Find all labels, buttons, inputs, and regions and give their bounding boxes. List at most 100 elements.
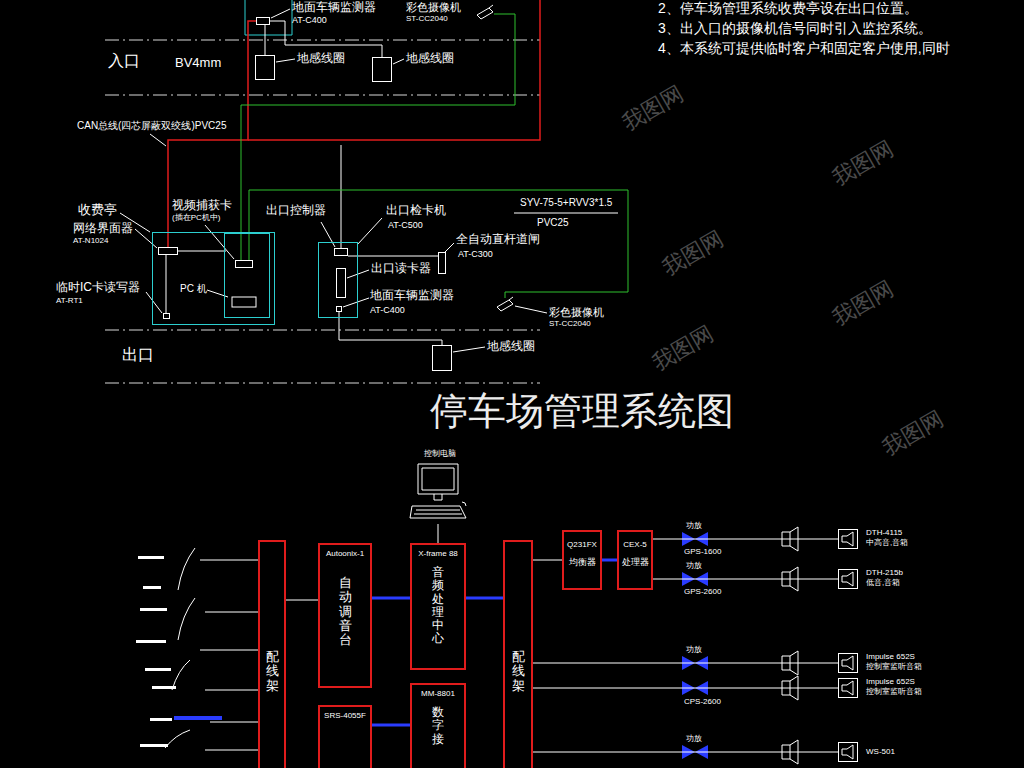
pc-box: PC 机视频捕获卡(插在PC机中): [224, 233, 270, 318]
camera-body: [497, 297, 513, 311]
device-box: MM-8801 数字接: [410, 683, 466, 768]
node-label: 临时IC卡读写器: [56, 281, 140, 295]
reader-box: 临时IC卡读写器AT-RT1: [163, 313, 170, 319]
interface-box: 网络界面器AT-N1024: [158, 247, 178, 255]
node-label: 地面车辆监测器: [370, 289, 454, 303]
computer-outline: [408, 462, 468, 524]
device-bar: [143, 586, 161, 589]
node-label: 出口检卡机: [386, 204, 446, 218]
node-label: 配线架: [266, 650, 279, 693]
node-label: AT-C300: [458, 249, 493, 259]
device-bar: [145, 668, 171, 671]
connector: [438, 524, 439, 543]
speaker-outline: [839, 679, 857, 697]
watermark: 我图网: [618, 80, 688, 135]
speaker-cone: [842, 532, 853, 546]
connector: [533, 752, 682, 753]
node-label: 收费亭: [78, 203, 117, 218]
node-label: DTH-215b: [866, 568, 903, 577]
amplifier-body: [682, 745, 708, 759]
node-label: 视频捕获卡: [172, 199, 232, 213]
watermark: 我图网: [828, 275, 898, 330]
node-label: Impulse 652S: [866, 652, 915, 661]
speaker: Impulse 652S控制室监听音箱: [838, 678, 858, 698]
cable-spec: PVC25: [537, 217, 569, 229]
signal-line: [682, 539, 708, 540]
connector: [602, 559, 617, 562]
amplifier-outline: [682, 656, 708, 670]
speaker: DTH-4115中高音,音箱: [838, 529, 858, 549]
area-label: 出口: [122, 346, 154, 364]
note-text: 4、本系统可提供临时客户和固定客户使用,同时: [658, 40, 950, 56]
speaker-outline: [839, 743, 857, 761]
node-label: ST-CC2040: [406, 14, 448, 23]
amplifier-outline: [682, 532, 708, 546]
amplifier-body: [682, 572, 708, 586]
speaker-cone: [842, 572, 853, 586]
detector-box: 地面车辆监测器AT-C400: [336, 306, 342, 312]
node-label: 彩色摄像机: [549, 306, 604, 319]
connector: [708, 539, 838, 540]
node-label: 功放: [686, 561, 702, 570]
amplifier: 功放: [682, 656, 708, 670]
connector: [653, 539, 682, 540]
wire: [341, 145, 342, 248]
node-label: 控制室监听音箱: [866, 687, 922, 696]
connector: [249, 190, 628, 298]
node-label: 功放: [686, 734, 702, 743]
speaker-outline: [839, 654, 857, 672]
connector: [533, 663, 682, 664]
amplifier: 功放: [682, 745, 708, 759]
amplifier-outline: [682, 681, 708, 695]
connector: [168, 21, 256, 247]
speaker-outline: [839, 530, 857, 548]
cable-spec: BV4mm: [175, 56, 221, 71]
card-slot: [232, 297, 256, 307]
lane-line: [105, 40, 540, 383]
connector: [533, 688, 682, 689]
processor-box: CEX-5 处理器: [617, 530, 653, 590]
device-bar: [140, 608, 167, 611]
node-label: Impulse 652S: [866, 677, 915, 686]
connector: [708, 752, 838, 753]
node-label: 处理器: [622, 557, 649, 567]
computer-body: [410, 464, 466, 518]
speaker-cone: [842, 681, 853, 695]
camera-outline: [476, 6, 494, 19]
watermark: 我图网: [648, 320, 718, 375]
device-box: SRS-4055F: [318, 705, 372, 768]
device-bar: [152, 686, 176, 689]
node-label: CEX-5: [623, 540, 647, 549]
loop-box: 地感线圈: [432, 345, 452, 371]
reader-box: 出口读卡器: [336, 268, 346, 298]
watermark: 我图网: [828, 135, 898, 190]
node-label: 控制室监听音箱: [866, 662, 922, 671]
connector: [241, 14, 515, 260]
connector: [372, 597, 410, 600]
amplifier: 功放GPS-1600: [682, 532, 708, 546]
node-label: AT-C500: [388, 220, 423, 230]
connector: [372, 724, 410, 727]
speaker: Impulse 652S控制室监听音箱: [838, 653, 858, 673]
node-label: 全自动直杆道闸: [456, 233, 540, 247]
cable-spec: SYV-75-5+RVV3*1.5: [520, 197, 612, 209]
node-label: Autoonix-1: [326, 549, 364, 558]
connector: [708, 688, 838, 689]
signal-line: [682, 688, 708, 689]
loop-box: 地感线圈: [372, 57, 392, 82]
camera-symbol: 彩色摄像机ST-CC2040: [476, 6, 494, 19]
speaker-outline: [839, 570, 857, 588]
signal-line: [682, 579, 708, 580]
node-label: 功放: [686, 645, 702, 654]
note-text: 3、出入口的摄像机信号同时引入监控系统。: [658, 20, 932, 36]
ticket-machine: 出口检卡机AT-C500出口控制器出口读卡器地面车辆监测器AT-C400: [318, 242, 358, 318]
node-label: 自动调音台: [339, 576, 352, 647]
node-label: CPS-2600: [684, 697, 721, 706]
node-label: 均衡器: [569, 557, 596, 567]
node-label: Q231FX: [567, 540, 597, 549]
node-label: 数字接: [432, 706, 444, 746]
note-text: 2、停车场管理系统收费亭设在出口位置。: [658, 0, 918, 16]
node-label: MM-8801: [421, 689, 455, 698]
node-label: 地面车辆监测器: [292, 1, 376, 15]
